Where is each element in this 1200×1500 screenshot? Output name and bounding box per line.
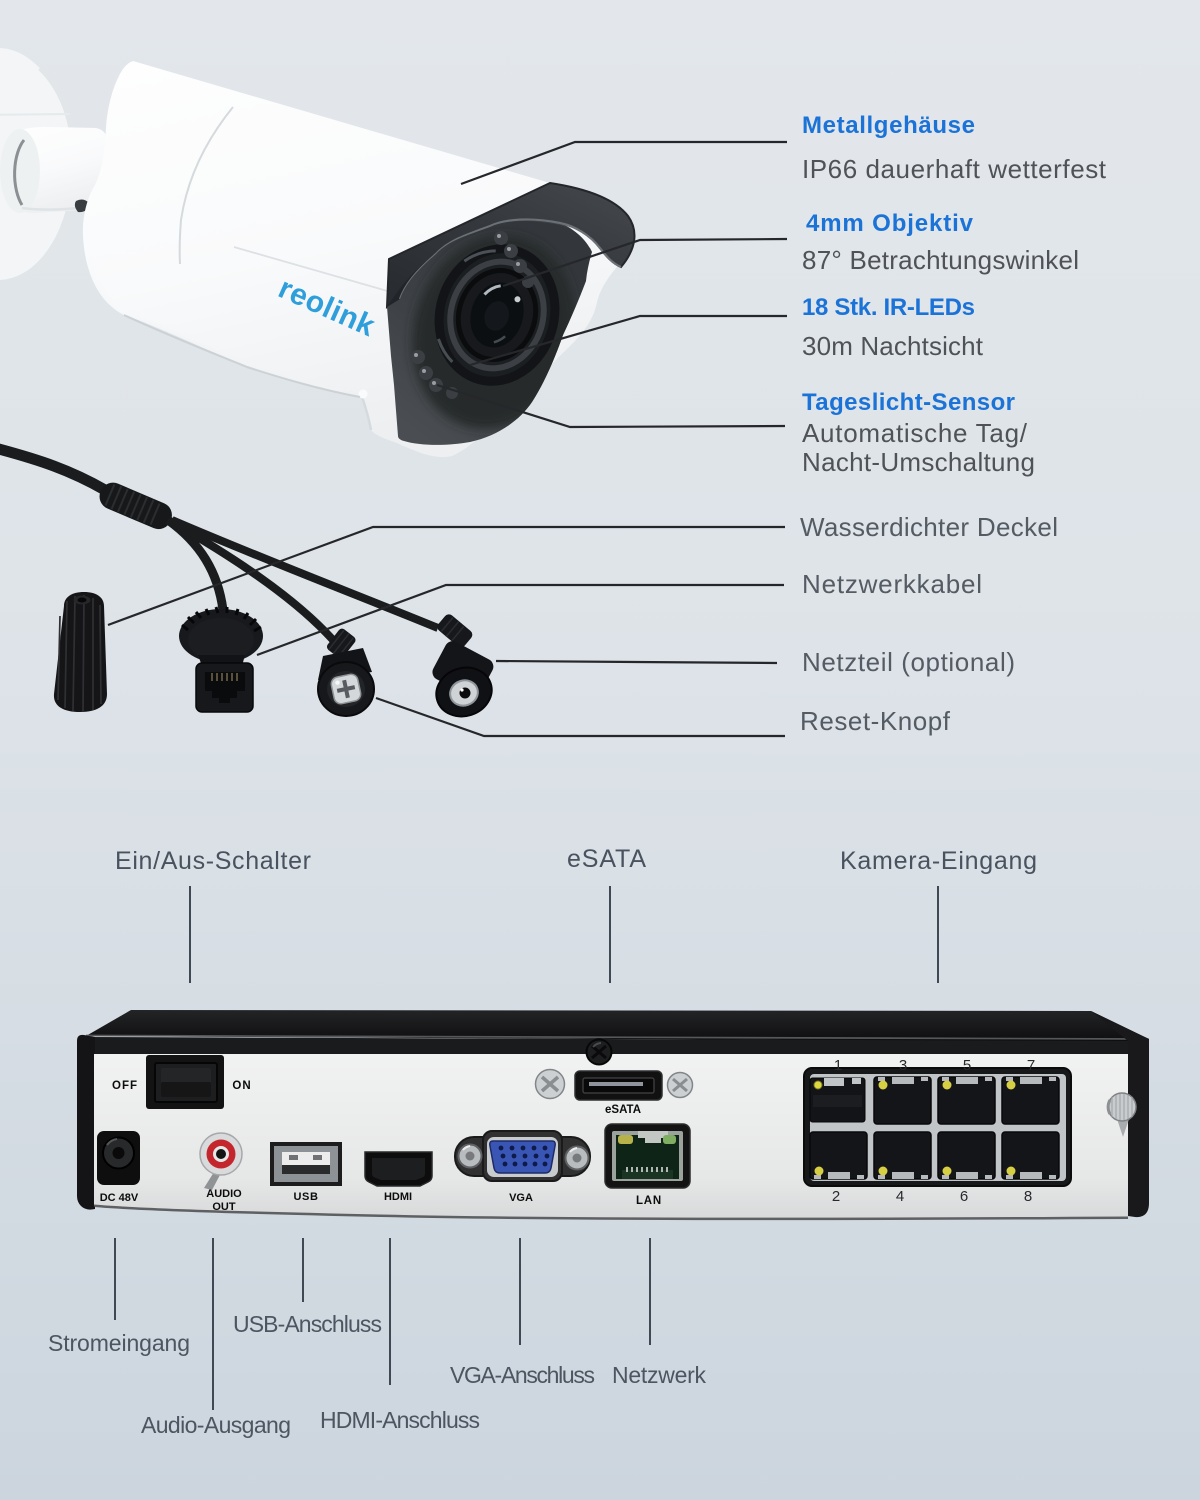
svg-text:AUDIO: AUDIO	[206, 1188, 242, 1200]
svg-text:Kamera-Eingang: Kamera-Eingang	[840, 847, 1037, 875]
svg-text:HDMI-Anschluss: HDMI-Anschluss	[320, 1407, 480, 1433]
svg-text:87° Betrachtungswinkel: 87° Betrachtungswinkel	[802, 245, 1079, 275]
svg-text:Tageslicht-Sensor: Tageslicht-Sensor	[802, 389, 1015, 416]
svg-text:USB: USB	[293, 1191, 318, 1203]
svg-text:VGA: VGA	[509, 1192, 533, 1204]
svg-text:Stromeingang: Stromeingang	[48, 1330, 190, 1356]
svg-text:HDMI: HDMI	[384, 1191, 412, 1203]
svg-text:2: 2	[832, 1188, 840, 1205]
svg-text:8: 8	[1024, 1188, 1032, 1205]
svg-text:Netzwerkkabel: Netzwerkkabel	[802, 569, 982, 599]
svg-text:Wasserdichter Deckel: Wasserdichter Deckel	[800, 512, 1058, 542]
svg-text:DC 48V: DC 48V	[100, 1192, 139, 1204]
svg-text:Netzwerk: Netzwerk	[612, 1362, 707, 1388]
svg-text:Ein/Aus-Schalter: Ein/Aus-Schalter	[115, 847, 311, 875]
svg-text:4: 4	[896, 1188, 904, 1205]
svg-text:Audio-Ausgang: Audio-Ausgang	[141, 1412, 291, 1438]
svg-text:6: 6	[960, 1188, 968, 1205]
svg-text:3: 3	[899, 1057, 907, 1074]
svg-text:IP66 dauerhaft wetterfest: IP66 dauerhaft wetterfest	[802, 154, 1107, 184]
svg-text:OUT: OUT	[212, 1201, 236, 1213]
svg-text:1: 1	[834, 1057, 842, 1074]
svg-text:18 Stk. IR-LEDs: 18 Stk. IR-LEDs	[802, 294, 975, 321]
svg-text:7: 7	[1027, 1057, 1035, 1074]
svg-text:eSATA: eSATA	[605, 1104, 641, 1116]
svg-text:Netzteil (optional): Netzteil (optional)	[802, 647, 1015, 677]
svg-text:Nacht-Umschaltung: Nacht-Umschaltung	[802, 447, 1035, 477]
svg-text:30m Nachtsicht: 30m Nachtsicht	[802, 331, 984, 361]
svg-text:Metallgehäuse: Metallgehäuse	[802, 112, 975, 139]
svg-text:Automatische Tag/: Automatische Tag/	[802, 418, 1028, 448]
svg-text:ON: ON	[232, 1080, 251, 1092]
svg-text:4mm Objektiv: 4mm Objektiv	[806, 210, 974, 237]
svg-text:eSATA: eSATA	[567, 845, 646, 873]
svg-text:5: 5	[963, 1057, 971, 1074]
svg-text:OFF: OFF	[112, 1080, 138, 1092]
svg-text:Reset-Knopf: Reset-Knopf	[800, 706, 951, 736]
svg-text:LAN: LAN	[636, 1195, 662, 1207]
svg-text:VGA-Anschluss: VGA-Anschluss	[450, 1362, 595, 1388]
svg-text:USB-Anschluss: USB-Anschluss	[233, 1311, 382, 1337]
